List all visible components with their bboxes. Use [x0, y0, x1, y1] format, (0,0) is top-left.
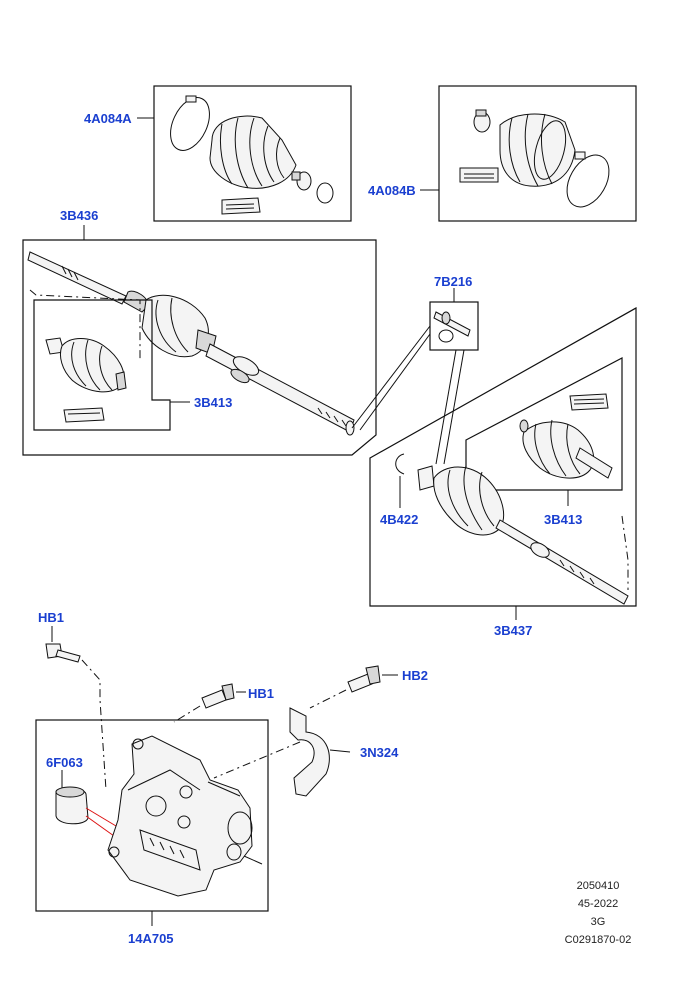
boot-kit-inner-group	[420, 85, 637, 222]
label-circlip: 4B422	[380, 512, 418, 527]
label-boot-kit-outer: 4A084A	[84, 111, 132, 126]
bolt-hb1-mid	[201, 689, 227, 709]
drive-shaft-left-group	[22, 225, 377, 456]
drive-shaft-right-group	[369, 306, 637, 620]
boot-kit-outer-frame	[153, 85, 352, 222]
boot-kit-outer-group	[137, 85, 352, 222]
footer-line-1: 2050410	[577, 880, 620, 892]
label-shaft-right: 3B437	[494, 623, 532, 638]
label-hb1-mid: HB1	[248, 686, 274, 701]
support-bracket-group	[35, 719, 269, 926]
label-boot-kit-inner: 4A084B	[368, 183, 416, 198]
drive-shaft-right-frame	[369, 306, 637, 607]
label-hb1-top: HB1	[38, 610, 64, 625]
boot-kit-inner-frame	[438, 85, 637, 222]
footer-reference: 2050410 45-2022 3G C0291870-02	[565, 880, 632, 946]
bolts-group	[45, 626, 398, 797]
label-bracket-strap: 3N324	[360, 745, 399, 760]
support-bracket	[107, 735, 253, 897]
label-cv-joint-left: 3B413	[194, 395, 232, 410]
label-bushing: 6F063	[46, 755, 83, 770]
footer-line-2: 45-2022	[578, 898, 618, 910]
drive-shaft-left-frame	[22, 239, 377, 456]
cv-joint-right	[522, 421, 594, 479]
boot-outer	[209, 115, 297, 189]
label-cv-joint-right: 3B413	[544, 512, 582, 527]
label-shaft-left: 3B436	[60, 208, 98, 223]
label-kit-7b216: 7B216	[434, 274, 472, 289]
label-support-bracket: 14A705	[128, 931, 174, 946]
label-hb2: HB2	[402, 668, 428, 683]
kit-7b216-group	[351, 288, 479, 465]
footer-line-3: 3G	[591, 916, 606, 928]
bracket-strap	[289, 707, 330, 797]
boot-inner	[499, 113, 576, 187]
footer-line-4: C0291870-02	[565, 934, 632, 946]
cv-joint-left	[59, 338, 125, 393]
